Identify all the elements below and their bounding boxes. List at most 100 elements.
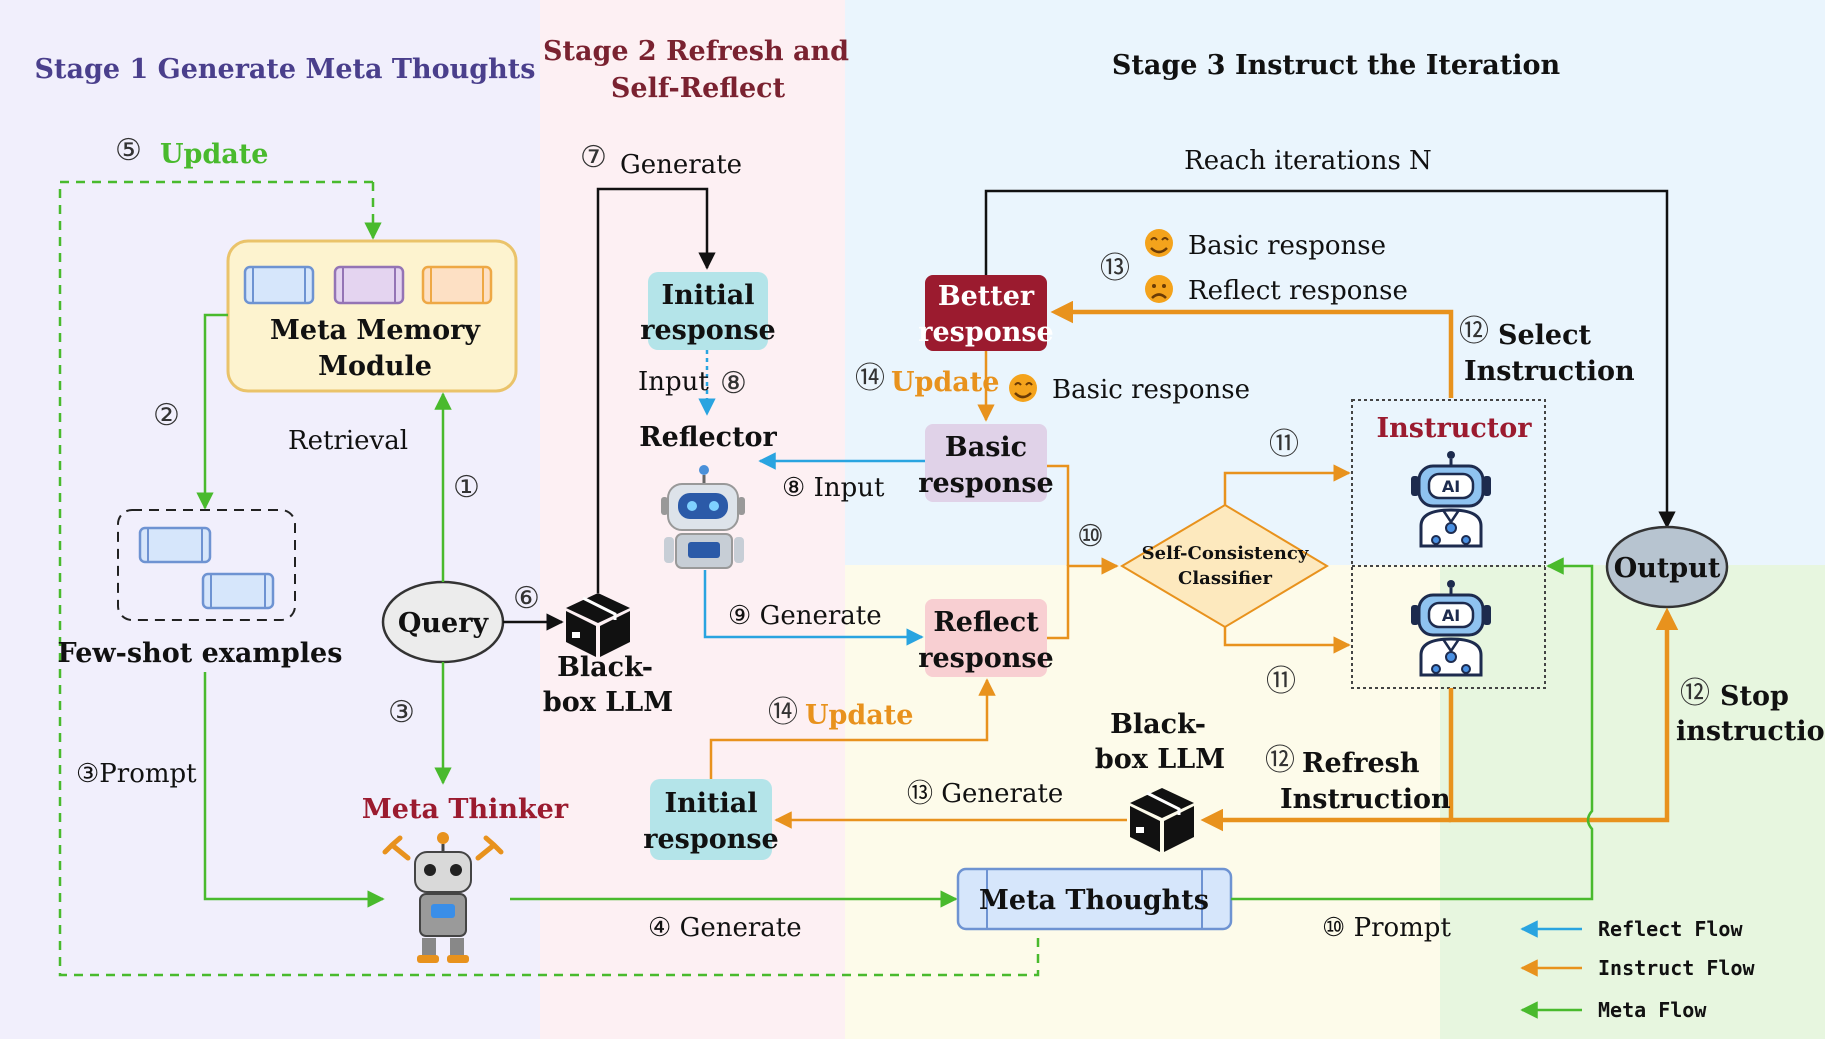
select-instruction-number: ⑫ [1459, 314, 1489, 349]
select-instruction-line1: Select [1498, 320, 1592, 351]
select-instruction-line2: Instruction [1464, 356, 1635, 387]
initial-response-top-line2: response [640, 315, 776, 346]
meta-flow-memory-to-fewshot [196, 313, 228, 510]
initial-response-top [648, 272, 768, 350]
basic-response-node [925, 424, 1047, 502]
update-5-label: Update [160, 139, 268, 170]
basic-response-side-label: Basic response [1052, 375, 1250, 405]
blackbox-llm-stage2-line1: Black- [557, 652, 653, 683]
stop-instruction-line2: instruction [1676, 716, 1825, 747]
instruct-flow-select-instruction [1050, 300, 1454, 398]
generate-13-label: ⑬ Generate [907, 779, 1063, 809]
stage1-title: Stage 1 Generate Meta Thoughts [35, 54, 536, 85]
refresh-instruction-line2: Instruction [1280, 784, 1451, 815]
generate-9-label: ⑨ Generate [728, 601, 882, 631]
smile-emoji-icon [1145, 229, 1173, 257]
generate-7-number: ⑦ [580, 140, 607, 175]
output-label: Output [1614, 553, 1721, 584]
reflector-robot-icon [661, 465, 745, 569]
update-14-bottom-number: ⑭ [768, 695, 798, 730]
meta-thinker-label: Meta Thinker [362, 794, 569, 825]
stop-instruction-number: ⑫ [1680, 676, 1710, 711]
input-8-left-label: ⑧ Input [782, 473, 885, 503]
query-label: Query [398, 608, 490, 639]
update-14-top-number: ⑭ [855, 361, 885, 396]
stage3-green-background [1440, 565, 1825, 1039]
update-14-bottom-label: Update [805, 700, 913, 731]
instruct-flow-initial-to-reflect [709, 678, 996, 779]
meta-memory-label-line2: Module [318, 351, 432, 382]
reflect-response-line2: response [918, 643, 1054, 674]
input-8-top-label: Input [638, 367, 709, 397]
initial-response-top-line1: Initial [662, 280, 755, 311]
stage3-title: Stage 3 Instruct the Iteration [1112, 50, 1561, 81]
reflect-response-emoji-label: Reflect response [1188, 276, 1408, 306]
example-slot-1 [138, 526, 212, 564]
instructor-box [1351, 399, 1546, 689]
meta-thinker-robot-icon [382, 832, 504, 963]
flow-blackbox-to-initial-response [596, 187, 716, 593]
stage2-title-line1: Stage 2 Refresh and [543, 36, 849, 67]
stage2-title-line2: Self-Reflect [611, 73, 786, 104]
blackbox-llm-stage2-line2: box LLM [543, 687, 673, 718]
meta-memory-label-line1: Meta Memory [270, 315, 481, 346]
step-6-label: ⑥ [513, 581, 540, 616]
instruct-flow-reflect-to-classifier [1047, 557, 1119, 640]
update-14-top-label: Update [891, 367, 999, 398]
better-response-line1: Better [938, 281, 1035, 312]
generate-7-label: Generate [620, 150, 742, 180]
step-13-top-label: ⑬ [1100, 251, 1130, 286]
blackbox-llm-stage3-icon [1130, 788, 1194, 852]
reflect-response-node [925, 599, 1047, 677]
better-response-line2: response [918, 317, 1054, 348]
step-3-label: ③ [388, 695, 415, 730]
legend: Reflect Flow Instruct Flow Meta Flow [1520, 917, 1755, 1022]
classifier-line1: Self-Consistency [1142, 543, 1309, 564]
instruct-flow-stop-instruction [1448, 607, 1679, 823]
flow-reach-iterations-loop [984, 189, 1676, 529]
legend-reflect-label: Reflect Flow [1598, 917, 1743, 941]
refresh-instruction-line1: Refresh [1302, 748, 1420, 779]
instruct-flow-classifier-to-instructor-top [1223, 464, 1351, 505]
output-node [1605, 525, 1729, 609]
classifier-line2: Classifier [1178, 568, 1272, 589]
legend-meta-label: Meta Flow [1598, 998, 1707, 1022]
initial-response-bottom [650, 779, 772, 860]
instruct-flow-classifier-to-instructor-bottom [1223, 627, 1351, 654]
few-shot-examples-label: Few-shot examples [58, 638, 343, 669]
legend-instruct-label: Instruct Flow [1598, 956, 1755, 980]
meta-thoughts-label: Meta Thoughts [979, 885, 1209, 916]
blackbox-llm-stage3-line2: box LLM [1095, 744, 1225, 775]
update-5-number: ⑤ [115, 133, 142, 168]
memory-slot-orange [421, 265, 493, 305]
step-11-bottom-label: ⑪ [1266, 664, 1296, 699]
instructor-ai-robot-icon [1411, 580, 1491, 677]
meta-update-dashed-loop [58, 180, 1040, 977]
ai-badge-bottom: AI [1442, 606, 1460, 625]
blackbox-llm-icon [566, 593, 630, 657]
retrieval-label: Retrieval [288, 426, 408, 456]
refresh-instruction-number: ⑫ [1265, 743, 1295, 778]
instructor-ai-robot-icon [1411, 451, 1491, 548]
prompt-10-label: ⑩ Prompt [1322, 913, 1451, 943]
worried-emoji-icon [1145, 275, 1173, 303]
example-slot-2 [201, 572, 275, 610]
step-10-label: ⑩ [1077, 519, 1104, 554]
prompt-3-label: ③Prompt [76, 759, 197, 789]
reach-iterations-label: Reach iterations N [1184, 146, 1432, 176]
step-1-label: ① [453, 470, 480, 505]
meta-flow-fewshot-to-thinker [203, 672, 385, 908]
reflector-label: Reflector [639, 422, 777, 453]
step-11-top-label: ⑪ [1269, 427, 1299, 462]
memory-slot-purple [333, 265, 405, 305]
instruct-flow-basic-to-classifier [1047, 464, 1070, 566]
blackbox-llm-stage3-line1: Black- [1110, 709, 1206, 740]
memory-slot-blue [243, 265, 315, 305]
basic-response-line1: Basic [945, 432, 1027, 463]
generate-4-label: ④ Generate [648, 913, 802, 943]
initial-response-bottom-line1: Initial [665, 788, 758, 819]
basic-response-line2: response [918, 468, 1054, 499]
reflect-response-line1: Reflect [933, 607, 1039, 638]
instructor-label: Instructor [1377, 413, 1533, 444]
